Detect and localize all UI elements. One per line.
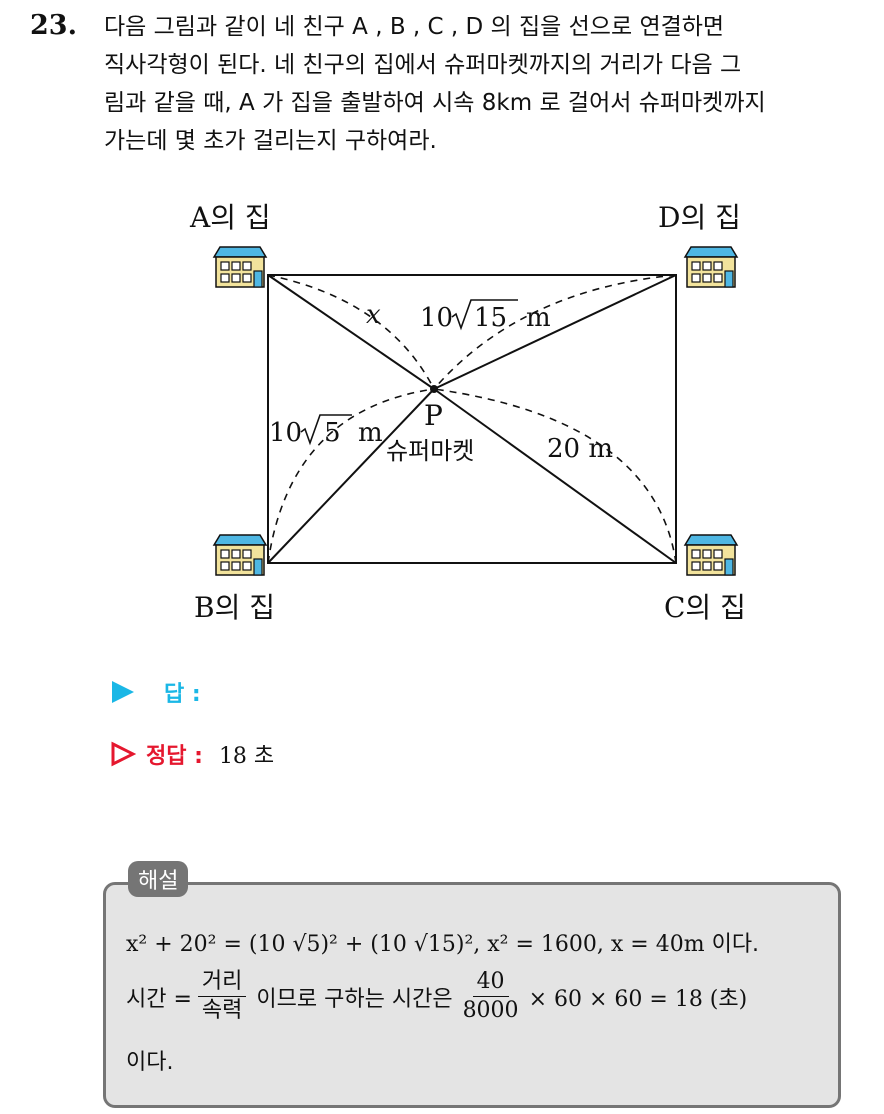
house-icon (213, 246, 267, 288)
label-pb-coef: 10 (269, 418, 302, 448)
answer-row: 답 : (110, 676, 201, 708)
house-icon (684, 534, 738, 576)
question-number: 23. (30, 10, 77, 41)
segment-bp (267, 388, 435, 564)
supermarket-label: 슈퍼마켓 (386, 437, 474, 465)
solution-box (103, 882, 841, 1108)
fraction-denominator: 속력 (201, 998, 243, 1023)
house-b-label: B의 집 (194, 591, 275, 624)
fraction-numerator: 거리 (197, 968, 247, 997)
solution-line-3: 이다. (126, 1050, 174, 1075)
solution-text: 시간 = (126, 986, 192, 1012)
label-pc: 20 m (547, 434, 613, 464)
point-p-label: P (424, 399, 443, 432)
segment-ap (267, 274, 435, 390)
label-pd-rad: 15 (474, 303, 507, 333)
label-pd-coef: 10 (420, 303, 453, 333)
sqrt-sign (300, 414, 352, 446)
house-icon (213, 534, 267, 576)
segment-cp (433, 388, 677, 564)
question-line: 직사각형이 된다. 네 친구의 집에서 슈퍼마켓까지의 거리가 다음 그 (104, 52, 742, 78)
fraction-time: 40 8000 (459, 968, 523, 1025)
arc-bp (267, 388, 435, 564)
arc-cp (433, 388, 677, 564)
sqrt-sign (451, 299, 518, 331)
arc-ap (267, 274, 435, 390)
question-line: 다음 그림과 같이 네 친구 A , B , C , D 의 집을 선으로 연결… (104, 14, 725, 40)
label-pb-unit: m (358, 418, 383, 448)
correct-answer-label: 정답 : (146, 744, 203, 769)
correct-answer-value: 18 초 (218, 744, 275, 769)
play-outline-icon (111, 741, 136, 767)
label-pb-rad: 5 (324, 418, 341, 448)
house-d-label: D의 집 (658, 201, 741, 234)
question-text: 다음 그림과 같이 네 친구 A , B , C , D 의 집을 선으로 연결… (104, 8, 864, 160)
solution-line-1: x² + 20² = (10 √5)² + (10 √15)², x² = 16… (126, 926, 759, 958)
correct-answer-row: 정답 : 18 초 (110, 738, 274, 770)
abcd-rectangle (267, 274, 677, 564)
solution-text: 이므로 구하는 시간은 (256, 986, 453, 1012)
answer-label: 답 : (164, 682, 201, 707)
house-c-label: C의 집 (664, 591, 746, 624)
label-x: x (366, 300, 381, 330)
house-icon (684, 246, 738, 288)
solution-text: 이다. (711, 932, 760, 957)
fraction-distance-speed: 거리 속력 (197, 968, 247, 1025)
solution-equation: × 60 × 60 = 18 (초) (528, 986, 748, 1012)
segment-dp (433, 274, 677, 390)
rectangle-figure: x 10 15 m 10 5 m 20 m P 슈퍼마켓 (213, 246, 738, 576)
question-line: 림과 같을 때, A 가 집을 출발하여 시속 8km 로 걸어서 슈퍼마켓까지 (104, 90, 766, 116)
question-line: 가는데 몇 초가 걸리는지 구하여라. (104, 128, 437, 154)
arc-dp (433, 274, 677, 390)
fraction-denominator: 8000 (462, 998, 519, 1023)
play-icon (112, 681, 134, 703)
solution-tag: 해설 (128, 861, 189, 897)
solution-equation: x² + 20² = (10 √5)² + (10 √15)², x² = 16… (126, 932, 705, 957)
label-pd-unit: m (526, 303, 551, 333)
fraction-numerator: 40 (472, 968, 509, 997)
point-p (430, 385, 438, 393)
solution-line-2: 시간 = 거리 속력 이므로 구하는 시간은 40 8000 × 60 × 60… (126, 968, 747, 1025)
house-a-label: A의 집 (190, 201, 271, 234)
